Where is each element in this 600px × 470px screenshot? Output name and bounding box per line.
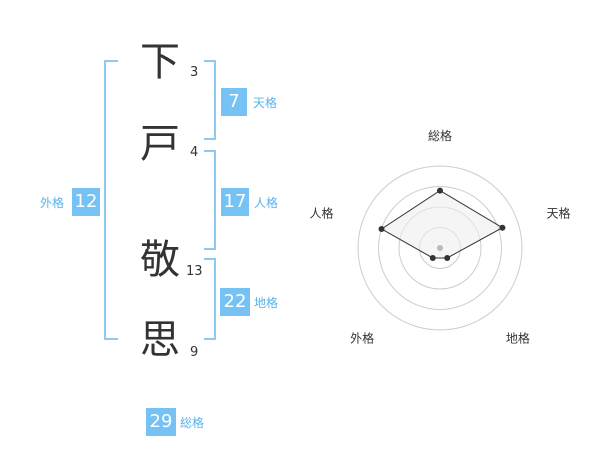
- radar-point-2: [499, 224, 506, 231]
- name-char-1-strokes: 3: [190, 65, 199, 80]
- name-char-2-strokes: 4: [190, 145, 199, 160]
- soukaku-label: 総格: [180, 416, 205, 430]
- radar-axis-label: 天格: [547, 205, 571, 220]
- chikaku-bracket: [204, 258, 216, 340]
- name-char-4: 思: [140, 317, 180, 363]
- radar-center: [437, 245, 443, 251]
- name-char-3: 敬: [140, 237, 180, 283]
- radar-point-5: [378, 225, 385, 232]
- name-char-2: 戸: [140, 121, 180, 167]
- gaikaku-label: 外格: [40, 196, 65, 210]
- radar-ring: [357, 165, 523, 331]
- tenkaku-bracket: [204, 60, 216, 140]
- radar-axis-label: 総格: [428, 128, 452, 143]
- radar-series: [380, 190, 504, 259]
- radar-axis-label: 人格: [309, 205, 333, 220]
- name-char-1: 下: [140, 39, 180, 85]
- radar-axis-label: 地格: [506, 331, 530, 346]
- radar-point-4: [429, 254, 436, 261]
- radar-ring: [378, 186, 502, 310]
- soukaku-score: 29: [146, 408, 176, 436]
- radar-axis-label: 外格: [350, 331, 374, 346]
- name-char-3-strokes: 13: [186, 264, 203, 279]
- radar-point-1: [437, 187, 443, 194]
- chikaku-label: 地格: [254, 296, 279, 310]
- gaikaku-bracket: [104, 60, 118, 340]
- tenkaku-score: 7: [221, 88, 247, 116]
- gaikaku-score: 12: [72, 188, 100, 216]
- jinkaku-bracket: [204, 150, 216, 250]
- chikaku-score: 22: [220, 288, 250, 316]
- tenkaku-label: 天格: [253, 96, 278, 110]
- jinkaku-label: 人格: [254, 196, 279, 210]
- radar-point-3: [444, 254, 451, 261]
- jinkaku-score: 17: [221, 188, 249, 216]
- name-char-4-strokes: 9: [190, 345, 199, 360]
